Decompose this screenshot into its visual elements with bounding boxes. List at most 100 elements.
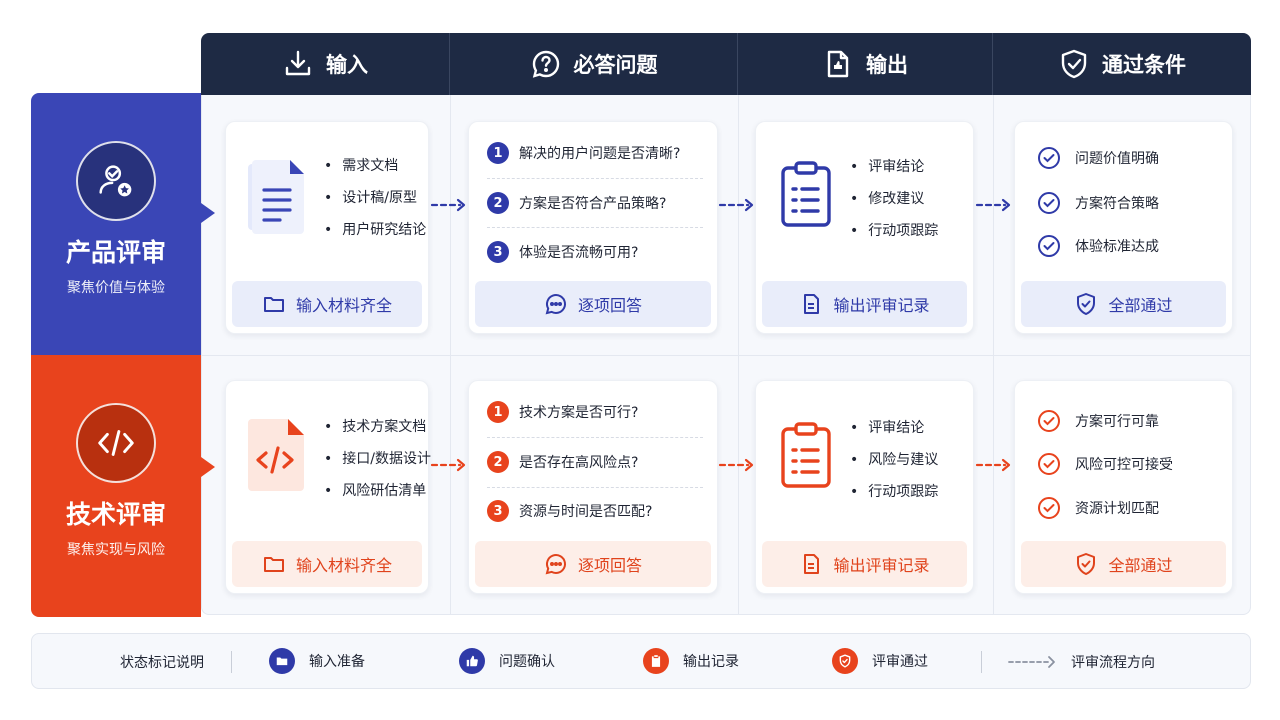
folder-icon: [263, 557, 284, 572]
clipboard-icon: [643, 648, 669, 674]
document-icon: [827, 50, 849, 78]
output-list: 评审结论 风险与建议 行动项跟踪: [850, 412, 938, 508]
chat-bubble-icon: [545, 554, 566, 575]
user-star-icon: [76, 141, 156, 221]
flow-arrow: [430, 198, 466, 212]
row-subtitle: 聚焦实现与风险: [67, 542, 165, 558]
pass-text: 体验标准达成: [1075, 239, 1159, 255]
legend-label: 评审流程方向: [1071, 655, 1155, 671]
chat-bubble-icon: [545, 294, 566, 315]
pass-item: 资源计划匹配: [1037, 496, 1159, 520]
thumbs-up-icon: [459, 648, 485, 674]
legend-label: 问题确认: [499, 654, 555, 670]
row-title: 技术评审: [65, 500, 166, 529]
list-item: 设计稿/原型: [324, 182, 426, 214]
list-item: 需求文档: [324, 150, 426, 182]
legend-item: 输出记录: [643, 648, 739, 674]
legend-label: 输入准备: [309, 654, 365, 670]
grid-divider: [201, 355, 1251, 356]
legend-item: 评审通过: [832, 648, 928, 674]
row-subtitle: 聚焦价值与体验: [67, 280, 165, 296]
row-header-tech-review: 技术评审 聚焦实现与风险: [31, 355, 201, 617]
status-label: 全部通过: [1108, 556, 1173, 575]
question-number: 3: [487, 241, 509, 263]
legend-title: 状态标记说明: [120, 655, 204, 671]
shield-check-icon: [1077, 293, 1096, 315]
input-card: 技术方案文档 接口/数据设计 风险研估清单 输入材料齐全: [225, 380, 431, 594]
dashed-arrow-icon: [1008, 656, 1055, 668]
row-pointer: [201, 203, 215, 223]
code-file-icon: [248, 419, 304, 491]
check-circle-icon: [1038, 235, 1060, 257]
column-header-label: 输入: [326, 53, 368, 77]
divider: [487, 178, 703, 179]
question-text: 方案是否符合产品策略?: [519, 196, 667, 212]
input-list: 需求文档 设计稿/原型 用户研究结论: [324, 150, 426, 246]
list-item: 用户研究结论: [324, 214, 426, 246]
document-icon: [804, 554, 820, 574]
divider: [487, 437, 703, 438]
output-card: 评审结论 修改建议 行动项跟踪 输出评审记录: [755, 121, 974, 334]
pass-item: 方案可行可靠: [1037, 409, 1159, 433]
list-item: 评审结论: [850, 151, 938, 183]
pass-item: 体验标准达成: [1037, 234, 1159, 258]
folder-icon: [269, 648, 295, 674]
legend-item-flow: 评审流程方向: [1007, 652, 1155, 672]
column-header-label: 通过条件: [1102, 53, 1186, 77]
column-header-label: 输出: [866, 53, 908, 77]
output-status: 输出评审记录: [762, 541, 967, 587]
list-item: 风险研估清单: [324, 475, 431, 507]
pass-item: 方案符合策略: [1037, 191, 1159, 215]
document-icon: [248, 160, 304, 234]
check-circle-icon: [1038, 192, 1060, 214]
column-header-output: 输出: [738, 33, 993, 95]
list-item: 风险与建议: [850, 444, 938, 476]
list-item: 行动项跟踪: [850, 476, 938, 508]
divider: [231, 651, 232, 673]
shield-check-icon: [1077, 553, 1096, 575]
input-card: 需求文档 设计稿/原型 用户研究结论 输入材料齐全: [225, 121, 429, 334]
status-label: 逐项回答: [577, 296, 642, 315]
pass-item: 问题价值明确: [1037, 146, 1159, 170]
pass-text: 方案符合策略: [1075, 196, 1159, 212]
question-text: 技术方案是否可行?: [519, 405, 639, 421]
output-status: 输出评审记录: [762, 281, 967, 327]
pass-text: 方案可行可靠: [1075, 414, 1159, 430]
pass-status: 全部通过: [1021, 541, 1226, 587]
download-icon: [285, 50, 311, 76]
divider: [487, 227, 703, 228]
question-icon: [532, 50, 559, 78]
folder-icon: [263, 297, 284, 312]
pass-text: 风险可控可接受: [1075, 457, 1173, 473]
list-item: 修改建议: [850, 183, 938, 215]
question-text: 资源与时间是否匹配?: [519, 504, 653, 520]
check-circle-icon: [1038, 410, 1060, 432]
status-label: 逐项回答: [577, 556, 642, 575]
flow-arrow: [975, 458, 1011, 472]
questions-status: 逐项回答: [475, 281, 711, 327]
check-circle-icon: [1038, 147, 1060, 169]
check-circle-icon: [1038, 453, 1060, 475]
row-pointer: [201, 457, 215, 477]
input-list: 技术方案文档 接口/数据设计 风险研估清单: [324, 411, 431, 507]
divider: [981, 651, 982, 673]
question-number: 2: [487, 451, 509, 473]
column-header-label: 必答问题: [573, 53, 658, 77]
output-list: 评审结论 修改建议 行动项跟踪: [850, 151, 938, 247]
flow-arrow: [718, 198, 754, 212]
legend-label: 输出记录: [683, 654, 739, 670]
list-item: 技术方案文档: [324, 411, 431, 443]
flow-arrow: [718, 458, 754, 472]
pass-status: 全部通过: [1021, 281, 1226, 327]
flow-arrow: [975, 198, 1011, 212]
output-card: 评审结论 风险与建议 行动项跟踪 输出评审记录: [755, 380, 974, 594]
column-header-input: 输入: [201, 33, 450, 95]
status-label: 输出评审记录: [833, 296, 930, 315]
status-label: 全部通过: [1108, 296, 1173, 315]
status-label: 输出评审记录: [833, 556, 930, 575]
